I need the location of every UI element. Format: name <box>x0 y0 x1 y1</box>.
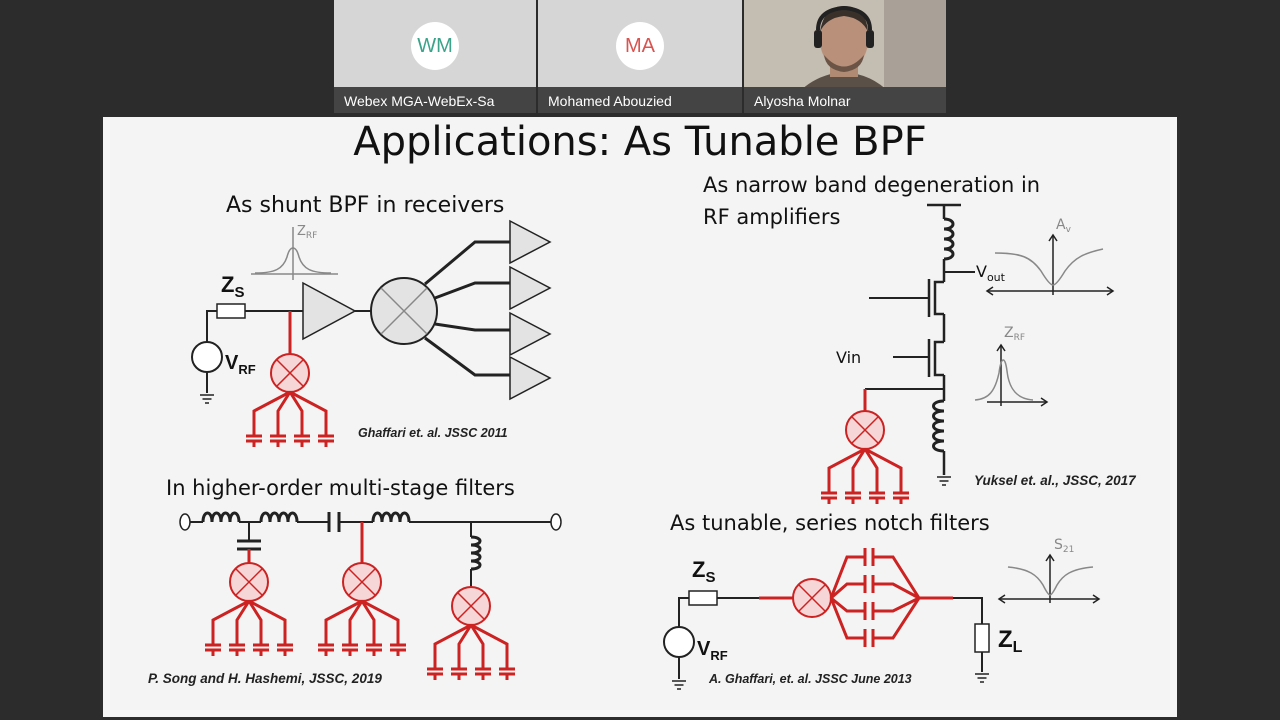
label-vout-sub: out <box>987 271 1006 284</box>
avatar: MA <box>616 22 664 70</box>
avatar-initials: WM <box>417 34 453 57</box>
label-zl-sub: L <box>1013 639 1023 656</box>
label-zl: Z <box>998 626 1013 653</box>
svg-text:VRF: VRF <box>697 638 728 663</box>
label-zs-sub: S <box>234 284 244 301</box>
plot-label: Z <box>1004 325 1014 341</box>
label-vin: Vin <box>836 348 861 367</box>
plot-subscript: v <box>1066 225 1072 235</box>
citation-ghaffari-2013: A. Ghaffari, et. al. JSSC June 2013 <box>708 672 912 686</box>
participant-tile-alyosha[interactable]: Alyosha Molnar <box>744 0 946 113</box>
citation-song-2019: P. Song and H. Hashemi, JSSC, 2019 <box>148 671 382 686</box>
label-vrf-sub: RF <box>710 648 727 663</box>
heading-shunt-bpf: As shunt BPF in receivers <box>226 193 504 218</box>
nameplate <box>744 87 946 113</box>
svg-text:S21: S21 <box>1054 537 1074 555</box>
heading-notch-filters: As tunable, series notch filters <box>670 511 990 535</box>
nameplate <box>538 87 742 113</box>
circuit-shunt-bpf <box>191 219 552 447</box>
participant-name: Mohamed Abouzied <box>548 93 672 109</box>
circuit-notch <box>663 548 990 690</box>
label-vrf: V <box>697 638 711 660</box>
label-zs: Z <box>221 272 234 297</box>
label-vrf-sub: RF <box>238 362 255 377</box>
participant-name: Alyosha Molnar <box>754 93 851 109</box>
label-zs: Z <box>692 557 705 582</box>
heading-multi-stage: In higher-order multi-stage filters <box>166 476 515 500</box>
citation-yuksel-2017: Yuksel et. al., JSSC, 2017 <box>974 473 1137 488</box>
circuit-degeneration <box>821 203 975 504</box>
plot-zrf: ZRF <box>974 325 1049 407</box>
plot-av: Av <box>985 217 1115 296</box>
citation-ghaffari-2011: Ghaffari et. al. JSSC 2011 <box>358 426 508 440</box>
circuit-multi-stage <box>179 511 562 680</box>
avatar: WM <box>411 22 459 70</box>
slide-canvas: Applications: As Tunable BPF As shunt BP… <box>148 119 1137 690</box>
plot-s21: S21 <box>997 537 1101 604</box>
label-zs-sub: S <box>705 569 715 586</box>
participant-name: Webex MGA-WebEx-Sa <box>344 93 495 109</box>
svg-text:ZRF: ZRF <box>1004 325 1025 343</box>
plot-label: A <box>1056 217 1066 233</box>
heading-degeneration-line1: As narrow band degeneration in <box>703 173 1040 197</box>
participant-tile-webex[interactable]: WM Webex MGA-WebEx-Sa <box>334 0 536 113</box>
svg-text:VRF: VRF <box>225 352 256 377</box>
shared-slide: Applications: As Tunable BPF As shunt BP… <box>103 117 1177 717</box>
plot-label: S <box>1054 537 1063 553</box>
nameplate <box>334 87 536 113</box>
participant-tile-mohamed[interactable]: MA Mohamed Abouzied <box>538 0 742 113</box>
svg-text:ZS: ZS <box>692 557 715 586</box>
svg-text:Vout: Vout <box>976 262 1006 284</box>
svg-text:Av: Av <box>1056 217 1072 235</box>
plot-subscript: RF <box>306 231 317 241</box>
svg-text:ZL: ZL <box>998 626 1023 656</box>
plot-label: Z <box>297 224 306 239</box>
svg-text:ZRF: ZRF <box>297 224 317 241</box>
svg-text:ZS: ZS <box>221 272 244 301</box>
heading-degeneration-line2: RF amplifiers <box>703 205 840 229</box>
label-vrf: V <box>225 352 239 374</box>
slide-title: Applications: As Tunable BPF <box>353 119 926 165</box>
label-vout: V <box>976 262 987 281</box>
plot-subscript: RF <box>1014 333 1025 343</box>
plot-zrf-small: ZRF <box>251 224 338 280</box>
avatar-initials: MA <box>625 34 655 57</box>
plot-subscript: 21 <box>1063 545 1074 555</box>
